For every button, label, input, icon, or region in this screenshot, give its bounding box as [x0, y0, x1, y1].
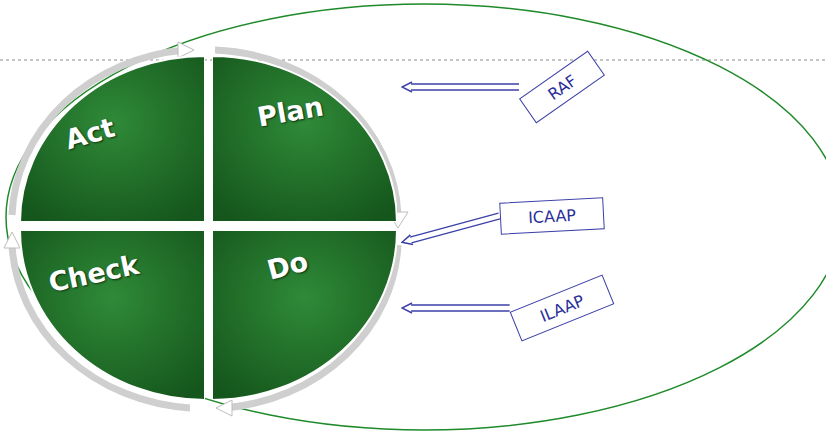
callout-tag: ICAAP: [499, 197, 605, 234]
callout-arrow: [403, 213, 500, 243]
cycle-quadrant: Plan: [212, 56, 397, 222]
cycle-quadrant: Do: [212, 230, 397, 400]
callout-tag: RAF: [519, 51, 605, 124]
quadrant-shape: [212, 56, 397, 222]
outer-ellipse: [6, 4, 826, 430]
tag-label: RAF: [544, 70, 580, 103]
cycle-quadrant: Act: [20, 56, 205, 222]
callout-arrow: [403, 84, 519, 90]
dashed-rule: [0, 60, 826, 61]
tag-label: ILAAP: [537, 291, 587, 326]
cycle-quadrant: Check: [20, 230, 205, 400]
tag-label: ICAAP: [528, 205, 577, 226]
cycle-arrows: [12, 50, 398, 408]
cycle-arrowheads: [4, 42, 408, 416]
callout-arrow: [403, 305, 510, 311]
callout-tag: ILAAP: [510, 274, 615, 341]
